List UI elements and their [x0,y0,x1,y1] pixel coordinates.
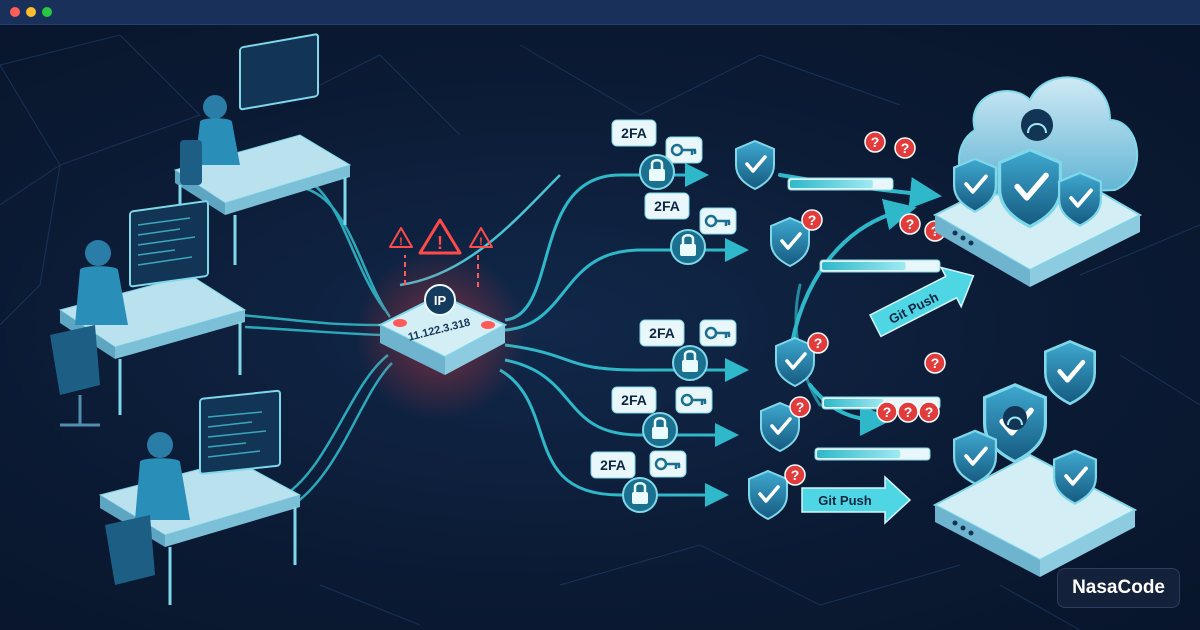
auth-row-2: 2FA [644,192,738,266]
question-badge-icon [864,131,886,153]
lock-icon [669,228,707,266]
question-badge-icon [894,137,916,159]
shield-check-icon [1045,341,1094,403]
window-titlebar [0,0,1200,25]
git-push-label: Git Push [818,493,872,508]
auth-row-1: 2FA [611,119,704,191]
cloud-server-lower [932,341,1138,577]
svg-text:!: ! [437,233,443,253]
developer-desk-top [173,33,352,265]
question-badge-icon [801,209,823,231]
warning-triangle-icon: ! [469,227,493,248]
diagram-canvas: ? [0,25,1200,630]
progress-bars [787,177,941,461]
lock-icon [641,411,679,449]
question-badge-icon [784,464,806,486]
router-ip-label: IP [434,293,447,308]
auth-row-5: 2FA [590,449,688,514]
key-icon [664,135,704,165]
svg-text:!: ! [399,236,403,248]
wires-from-router [499,163,749,507]
twofa-label: 2FA [621,392,647,408]
git-push-arrow-lower: Git Push [801,475,912,525]
close-window-button[interactable] [10,7,20,17]
twofa-label: 2FA [621,125,647,141]
svg-text:!: ! [479,236,483,248]
warning-triangle-icon: ! [418,218,462,255]
router-device: IP 11.122.3.318 [355,250,525,420]
minimize-window-button[interactable] [26,7,36,17]
warning-triangle-icon: ! [389,227,413,248]
lock-icon [621,476,659,514]
progress-fill [790,180,873,188]
question-badge-icon [807,332,829,354]
auth-row-3: 2FA [639,318,738,382]
auth-row-4: 2FA [611,385,714,449]
key-icon [698,206,738,236]
developer-desk-bottom [98,389,302,605]
background-mesh [0,34,1200,630]
ip-icon [424,284,456,316]
question-badge-icon [924,352,946,374]
twofa-label: 2FA [600,457,626,473]
lock-icon [671,344,709,382]
maximize-window-button[interactable] [42,7,52,17]
developer-desk-middle [50,200,247,427]
question-badge-icon [789,396,811,418]
progress-fill [824,399,884,407]
question-badge-icon [918,401,940,423]
question-badge-icon [897,401,919,423]
key-icon [698,318,738,348]
brand-badge: NasaCode [1057,568,1180,608]
shield-check-icon [747,469,789,521]
key-icon [674,385,714,415]
progress-fill [817,450,901,458]
lock-icon [638,153,676,191]
cloud-server-upper [932,76,1143,287]
question-badge-icon [876,401,898,423]
progress-fill [822,262,906,270]
shield-check-icon [734,139,776,191]
twofa-label: 2FA [649,325,675,341]
key-icon [648,449,688,479]
network-diagram: ? [0,33,1200,630]
twofa-label: 2FA [654,198,680,214]
question-badge-icon [899,213,921,235]
